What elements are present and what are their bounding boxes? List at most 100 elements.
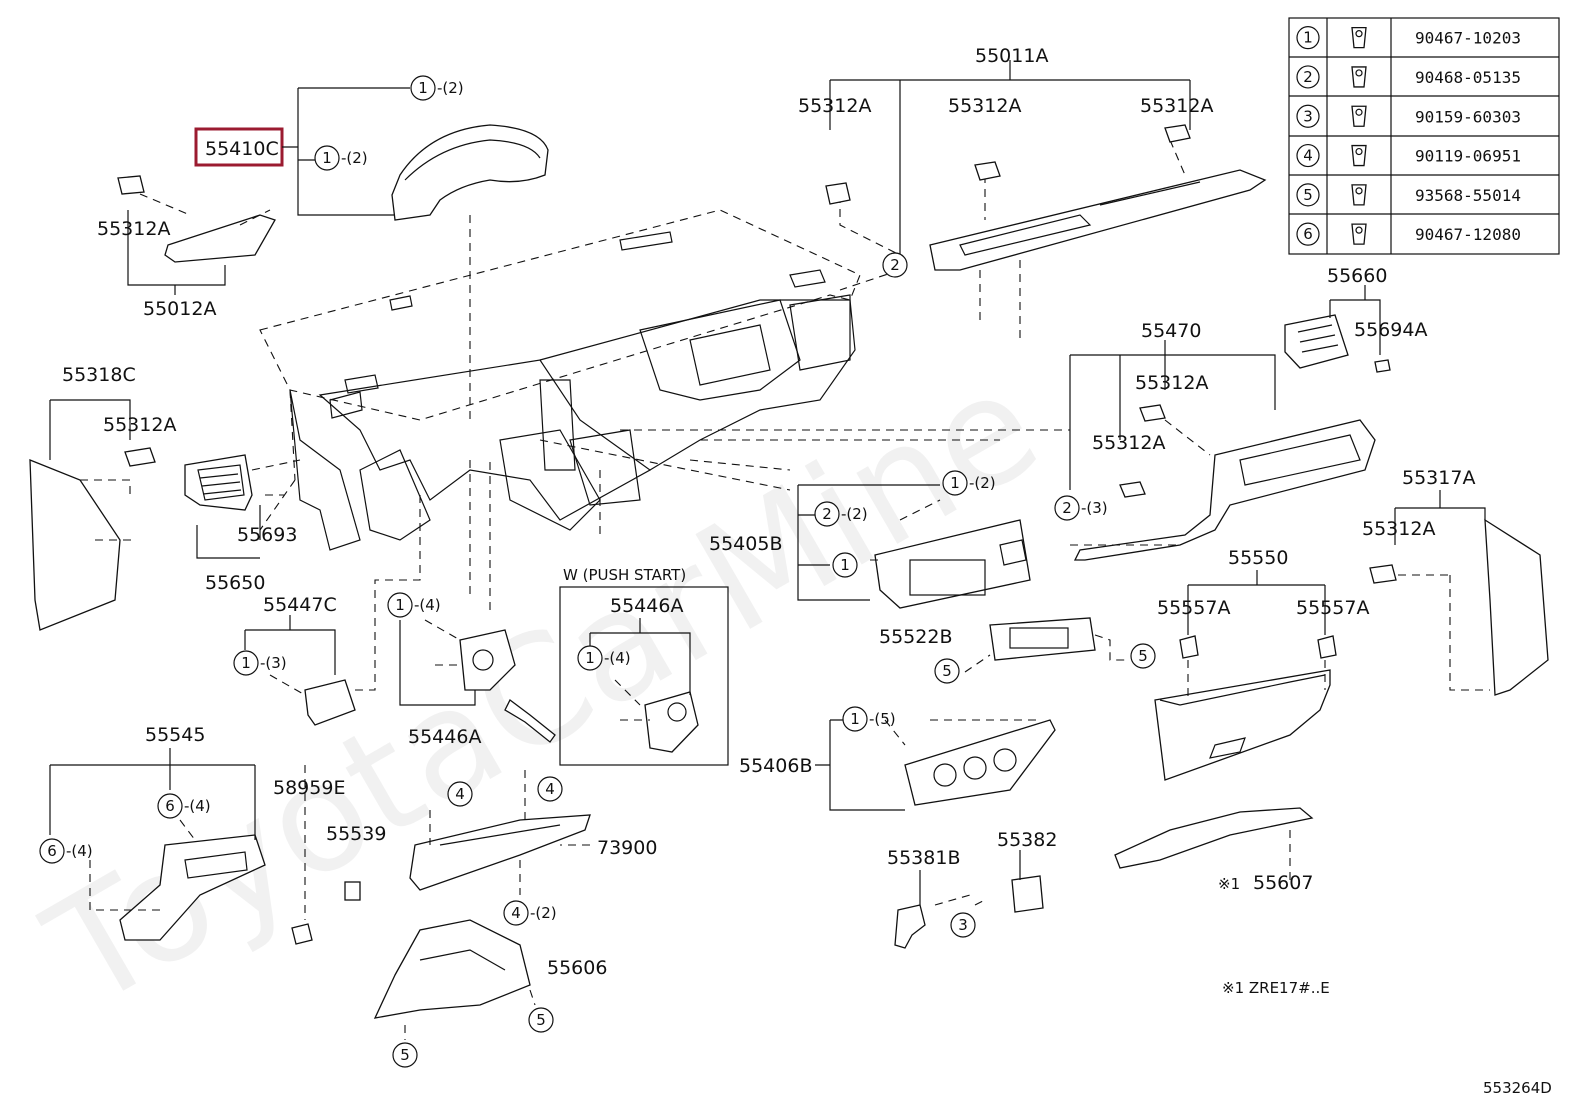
callout-number[interactable]: 4: [511, 904, 521, 922]
callout: 5: [934, 658, 960, 684]
part-label-55317A[interactable]: 55317A: [1402, 467, 1475, 489]
part-label-55012A[interactable]: 55012A: [143, 298, 216, 320]
part-label-55312A[interactable]: 55312A: [1140, 95, 1213, 117]
fastener-icon: [1351, 223, 1367, 245]
part-label-55694A[interactable]: 55694A: [1354, 319, 1427, 341]
part-label-55318C[interactable]: 55318C: [62, 364, 136, 386]
callout-number[interactable]: 1: [241, 654, 251, 672]
callout-circle: [842, 706, 868, 732]
callout: 1 -(2): [410, 75, 464, 101]
part-label-55522B[interactable]: 55522B: [879, 626, 952, 648]
fastener-part-number[interactable]: 90119-06951: [1415, 147, 1521, 166]
part-label-55606[interactable]: 55606: [547, 957, 607, 979]
callout-quantity: -(2): [437, 79, 464, 97]
fastener-number-circle: [1296, 143, 1320, 168]
callout-circle: [832, 552, 858, 578]
callout-number[interactable]: 1: [850, 710, 860, 728]
part-label-55312A[interactable]: 55312A: [948, 95, 1021, 117]
fastener-part-number[interactable]: 90467-12080: [1415, 225, 1521, 244]
part-label-55312A[interactable]: 55312A: [97, 218, 170, 240]
callout-number[interactable]: 5: [536, 1011, 546, 1029]
part-label-73900[interactable]: 73900: [597, 837, 657, 859]
callout-number[interactable]: 6: [47, 842, 57, 860]
callout-circle: [528, 1007, 554, 1033]
callout-number[interactable]: 3: [958, 916, 968, 934]
callout-number[interactable]: 5: [400, 1046, 410, 1064]
fastener-number: 5: [1303, 186, 1313, 204]
lower-panel-55545: [49, 748, 313, 945]
fastener-number-circle: [1296, 222, 1320, 246]
part-label-55693[interactable]: 55693: [237, 524, 297, 546]
callout: 4: [537, 776, 563, 802]
part-label-55011A[interactable]: 55011A: [975, 45, 1048, 67]
part-label-55550[interactable]: 55550: [1228, 547, 1288, 569]
fastener-number: 4: [1303, 147, 1313, 165]
heater-control-55406B: [815, 719, 1056, 811]
callout-number[interactable]: 2: [890, 256, 900, 274]
part-label-55607[interactable]: 55607: [1253, 872, 1313, 894]
glove-box-55550: [1154, 570, 1337, 781]
callout-number[interactable]: 5: [1138, 647, 1148, 665]
part-label-55446A[interactable]: 55446A: [610, 595, 683, 617]
callout: 1-(4): [387, 592, 441, 618]
callout-number[interactable]: 5: [942, 662, 952, 680]
callout-number[interactable]: 4: [455, 785, 465, 803]
part-label-58959E[interactable]: 58959E: [273, 777, 345, 799]
callout-number[interactable]: 1: [418, 79, 428, 97]
callout-quantity: -(4): [66, 842, 93, 860]
callout-number[interactable]: 1: [585, 649, 595, 667]
part-label-55382[interactable]: 55382: [997, 829, 1057, 851]
callout-number[interactable]: 1: [840, 556, 850, 574]
part-label-55381B[interactable]: 55381B: [887, 847, 960, 869]
fastener-number: 3: [1303, 107, 1313, 125]
callout-number[interactable]: 2: [822, 505, 832, 523]
callout: 4 -(2): [503, 900, 557, 926]
callout-quantity: -(4): [184, 797, 211, 815]
part-label-55446A[interactable]: 55446A: [408, 726, 481, 748]
part-label-55557A[interactable]: 55557A: [1157, 597, 1230, 619]
part-label-55312A[interactable]: 55312A: [1092, 432, 1165, 454]
part-label-55312A[interactable]: 55312A: [1362, 518, 1435, 540]
callout: 1: [832, 552, 858, 578]
callout: 1-(2): [314, 145, 368, 171]
callout-number[interactable]: 1: [322, 149, 332, 167]
footnote: ※1 ZRE17#..E: [1222, 979, 1330, 997]
callout-number[interactable]: 4: [545, 780, 555, 798]
fastener-part-number[interactable]: 90467-10203: [1415, 29, 1521, 48]
fastener-icon: [1351, 27, 1367, 49]
part-label-55405B[interactable]: 55405B: [709, 533, 782, 555]
callout-number[interactable]: 1: [950, 474, 960, 492]
part-label-55447C[interactable]: 55447C: [263, 594, 337, 616]
fastener-part-number[interactable]: 90468-05135: [1415, 68, 1521, 87]
push-start-caption: W (PUSH START): [563, 566, 686, 584]
callout-number[interactable]: 2: [1062, 499, 1072, 517]
part-label-55650[interactable]: 55650: [205, 572, 265, 594]
callout-quantity: -(2): [969, 474, 996, 492]
callout-circle: [387, 592, 413, 618]
callout: 2-(3): [1054, 495, 1108, 521]
fastener-row: 5 93568-55014: [1296, 183, 1521, 207]
callout: 1-(5): [842, 706, 896, 732]
part-label-55312A[interactable]: 55312A: [103, 414, 176, 436]
fastener-part-number[interactable]: 90159-60303: [1415, 107, 1521, 126]
part-label-55410C[interactable]: 55410C: [205, 138, 279, 160]
part-label-55312A[interactable]: 55312A: [1135, 372, 1208, 394]
side-trim-55012A: [117, 175, 276, 295]
side-panel-55317A: [1369, 490, 1549, 696]
part-label-55312A[interactable]: 55312A: [798, 95, 871, 117]
part-label-55557A[interactable]: 55557A: [1296, 597, 1369, 619]
part-label-55470[interactable]: 55470: [1141, 320, 1201, 342]
fastener-number-circle: [1296, 183, 1320, 207]
part-label-55660[interactable]: 55660: [1327, 265, 1387, 287]
callout-circle: [814, 501, 840, 527]
callout-circle: [577, 645, 603, 671]
part-label-55539[interactable]: 55539: [326, 823, 386, 845]
callout-number[interactable]: 1: [395, 596, 405, 614]
part-label-55406B[interactable]: 55406B: [739, 755, 812, 777]
part-label-55545[interactable]: 55545: [145, 724, 205, 746]
callout-quantity: -(2): [530, 904, 557, 922]
callout-number[interactable]: 6: [165, 797, 175, 815]
fastener-part-number[interactable]: 93568-55014: [1415, 186, 1521, 205]
